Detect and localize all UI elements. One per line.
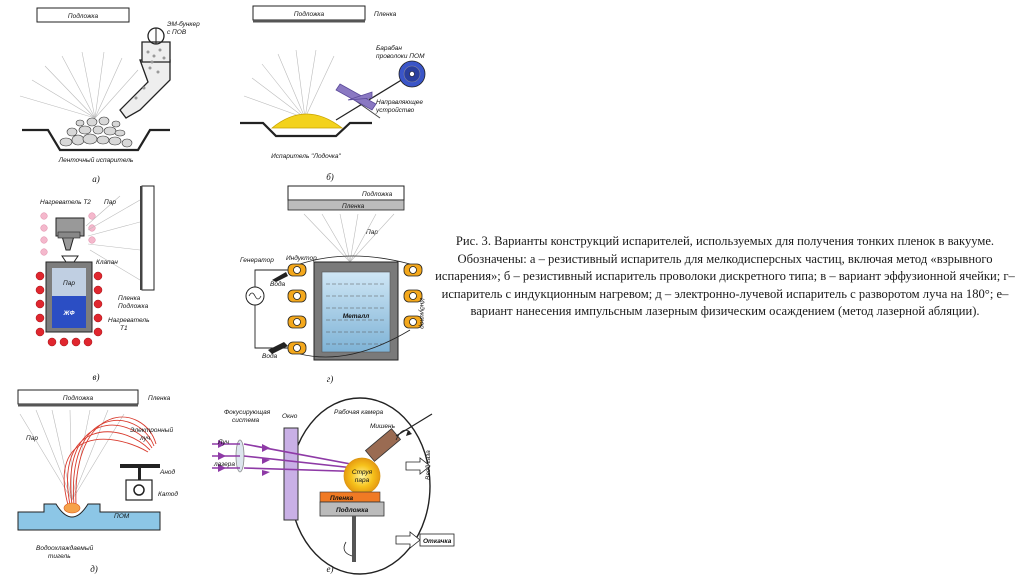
water-in-label: Вода <box>270 280 286 288</box>
beam-label: Электронный <box>130 426 173 434</box>
heater-t2-dots <box>40 212 96 256</box>
vapor-rays-b <box>243 49 335 119</box>
water-out-label: Вода <box>262 352 278 360</box>
ribbon-label: Ленточный испаритель <box>58 156 134 164</box>
substrate-e-label: Подложка <box>336 506 369 514</box>
gas-label: Ввод газа <box>424 450 432 480</box>
pump-label: Откачка <box>423 538 452 545</box>
beam-e-label: Луч <box>217 439 230 446</box>
anode <box>120 464 160 468</box>
substrate-g-label: Подложка <box>362 190 393 198</box>
vapor-rays-g <box>303 213 395 263</box>
liquid-label: ЖФ <box>62 310 75 317</box>
ribbon-evaporator <box>22 128 170 152</box>
chamber-label: Рабочая камера <box>334 408 384 416</box>
pom-label: ПОМ <box>114 513 130 520</box>
substrate-d-label: Подложка <box>63 394 94 402</box>
panel-b: Подложка Пленка Барабан проволоки ПОМ На… <box>240 5 426 182</box>
figure-caption: Рис. 3. Варианты конструкций испарителей… <box>435 234 1015 318</box>
guide-label-2: устройство <box>375 106 415 114</box>
plume-label-2: пара <box>355 477 370 484</box>
focusing-label-2: система <box>232 417 260 424</box>
letter-g: г) <box>327 374 334 384</box>
guide-label: Направляющее <box>376 99 423 106</box>
drum-label: Барабан <box>376 44 402 52</box>
film-g-label: Пленка <box>342 203 365 210</box>
vapor-g-label: Пар <box>366 229 378 236</box>
water-cooled-crucible <box>17 503 161 531</box>
panel-g: Подложка Пленка Пар Металл <box>240 185 426 384</box>
heater-t2-label: Нагреватель Т2 <box>40 199 91 206</box>
melt-pool <box>270 113 344 129</box>
metal-melt <box>321 271 391 353</box>
electron-beam <box>63 416 157 506</box>
substrate-v-label: Подложка <box>118 302 149 310</box>
panel-e: Струя пара Пленка Подложка Фокусирующая … <box>212 397 455 575</box>
granules <box>59 116 133 148</box>
plume-label: Струя <box>352 469 373 476</box>
vapor-rays-a <box>19 51 139 119</box>
film-v <box>140 186 143 290</box>
target-label: Мишень <box>370 423 396 430</box>
film-b-label: Пленка <box>374 11 397 18</box>
heater-t1-label-2: Т1 <box>120 325 128 332</box>
film-v-label: Пленка <box>118 295 141 302</box>
cathode-label: Катод <box>158 490 178 498</box>
film-d-label: Пленка <box>148 395 171 402</box>
bunker-label: ЭМ-бункер <box>167 20 200 28</box>
film-b <box>253 20 365 23</box>
valve-label: Клапан <box>96 259 118 266</box>
letter-a: а) <box>92 174 100 184</box>
window-label: Окно <box>282 413 298 420</box>
vapor-rays-v <box>85 195 141 281</box>
substrate-a <box>36 7 130 23</box>
laser-label: лазера <box>213 461 235 468</box>
beam-spot <box>63 502 81 514</box>
crucible-label: Водоохлаждаемый <box>36 544 94 552</box>
vapor-plume <box>343 457 381 495</box>
drum-label-2: проволоки ПОМ <box>376 53 425 60</box>
window <box>283 427 299 521</box>
film-d <box>18 404 138 407</box>
boat-label: Испаритель "Лодочка" <box>271 152 341 160</box>
bunker-label-2: с ПОВ <box>167 29 187 36</box>
panel-d: Подложка Пленка Пар Электронный луч Анод… <box>17 389 178 574</box>
bunker-body <box>141 41 171 63</box>
letter-v: в) <box>93 372 100 382</box>
beam-label-2: луч <box>139 435 151 442</box>
anode-label: Анод <box>159 468 176 476</box>
letter-b: б) <box>326 172 334 182</box>
heater-t1-dots <box>35 271 103 347</box>
panel-a: Подложка ЭМ-бункер с ПОВ Лен <box>19 7 200 184</box>
target <box>364 428 402 462</box>
vapor-inner-label: Пар <box>63 280 75 287</box>
film-g <box>287 199 405 211</box>
film-e-label: Пленка <box>330 495 354 502</box>
inductor-label: Индуктор <box>286 254 317 262</box>
substrate-v <box>141 185 155 291</box>
focusing-label: Фокусирующая <box>224 409 271 416</box>
substrate-a-label: Подложка <box>68 12 99 20</box>
water-out-arrow <box>268 342 288 354</box>
vapor-d-label: Пар <box>26 435 38 442</box>
inductor-coils <box>287 263 423 355</box>
substrate-b-label: Подложка <box>294 10 325 18</box>
letter-d: д) <box>90 564 98 574</box>
panel-v: Пар ЖФ Нагреватель Т2 Пар Клапан Пленка … <box>35 185 155 382</box>
boat-evaporator <box>240 121 372 138</box>
crucible-label-2: тигель <box>48 553 71 560</box>
liquid-phase <box>52 296 86 328</box>
pump-arrow <box>395 531 421 549</box>
water-in-arrow <box>272 272 288 282</box>
generator-label: Генератор <box>240 257 274 264</box>
vapor-zone <box>52 268 86 296</box>
inductor-label-2: Индуктор <box>418 298 426 329</box>
letter-e: е) <box>327 564 334 574</box>
heater-t1-label: Нагреватель <box>108 317 150 324</box>
vapor-v-label: Пар <box>104 199 116 206</box>
metal-label: Металл <box>343 313 370 320</box>
